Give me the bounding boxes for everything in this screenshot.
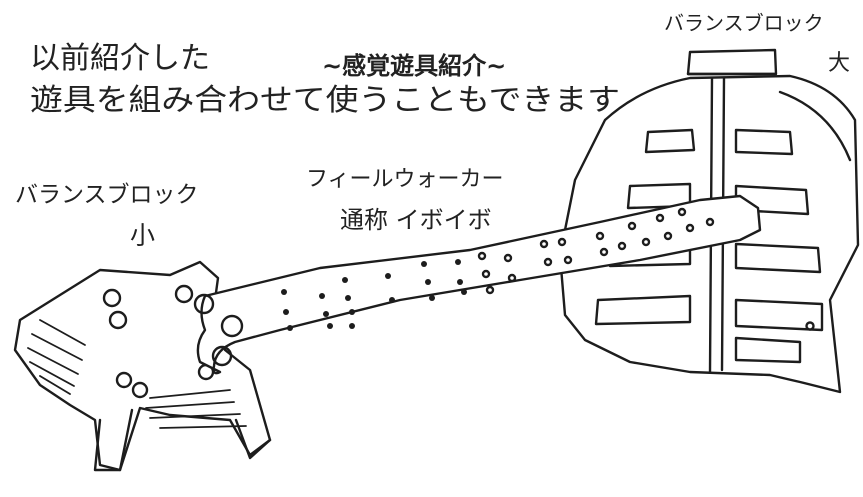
label-feel-walker-name: フィールウォーカー	[306, 167, 504, 192]
label-balance-block-large-name: バランスブロック	[664, 11, 824, 35]
feel-walker-rings	[477, 207, 715, 295]
page-title: ~感覚遊具紹介~	[322, 52, 506, 80]
feel-walker-bumps	[281, 259, 467, 331]
intro-line-2: 遊具を組み合わせて使うこともできます	[30, 83, 620, 118]
label-feel-walker-nickname: 通称 イボイボ	[340, 206, 492, 234]
intro-line-1: 以前紹介した	[30, 41, 210, 76]
feel-walker-drawing	[193, 194, 762, 375]
label-balance-block-large-size: 大	[828, 51, 850, 76]
label-balance-block-small-name: バランスブロック	[15, 182, 199, 208]
label-balance-block-small-size: 小	[130, 221, 155, 250]
